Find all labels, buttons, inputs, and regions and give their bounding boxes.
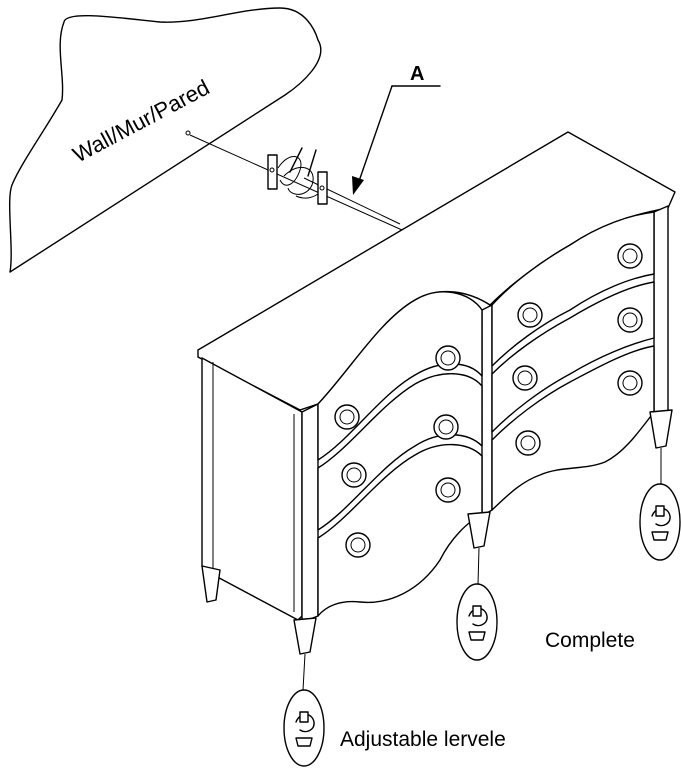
drawer-left-2: [317, 373, 483, 531]
anti-tip-bracket: [267, 147, 328, 205]
ring-pull: [512, 365, 538, 391]
leveler-callout-right: [639, 483, 681, 561]
front-left-stile: [301, 403, 319, 623]
leveler-callout-center: [456, 583, 498, 661]
strap-line: [189, 134, 403, 231]
ring-pull: [341, 462, 367, 488]
drawer-right-3: [491, 345, 655, 511]
ring-pull: [617, 370, 643, 396]
ring-pull: [435, 477, 461, 503]
leveler-leader-left: [302, 653, 306, 691]
drawer-right-2: [491, 281, 655, 433]
leg-front-right: [649, 409, 673, 449]
legs: [201, 409, 673, 655]
leg-back-left: [201, 565, 221, 603]
part-a-arrowhead: [352, 176, 364, 195]
ring-pull: [515, 430, 541, 456]
ring-pull: [334, 404, 360, 430]
ring-pull: [617, 307, 643, 333]
front-right-stile: [653, 205, 669, 419]
adjustable-leveler-label: Adjustable lervele: [340, 728, 506, 751]
ring-pull: [345, 532, 371, 558]
drawer-right-1: [491, 211, 655, 367]
part-a-leader: [356, 85, 393, 188]
leg-front-center: [467, 511, 491, 549]
wall-label: Wall/Mur/Pared: [69, 75, 214, 168]
ring-pull: [517, 302, 543, 328]
ring-pull: [617, 243, 643, 269]
ring-pull: [433, 414, 459, 440]
ring-pull: [435, 345, 461, 371]
leveler-leader-center: [477, 547, 480, 585]
wall-anchor-point: [185, 130, 191, 136]
front-center-stile: [481, 304, 493, 517]
wall-outline: [8, 7, 322, 273]
leg-front-left: [293, 617, 317, 655]
part-a-label: A: [410, 63, 424, 85]
ring-pulls: [334, 243, 643, 558]
complete-label: Complete: [545, 629, 635, 652]
leveler-callout-left: [283, 689, 325, 767]
